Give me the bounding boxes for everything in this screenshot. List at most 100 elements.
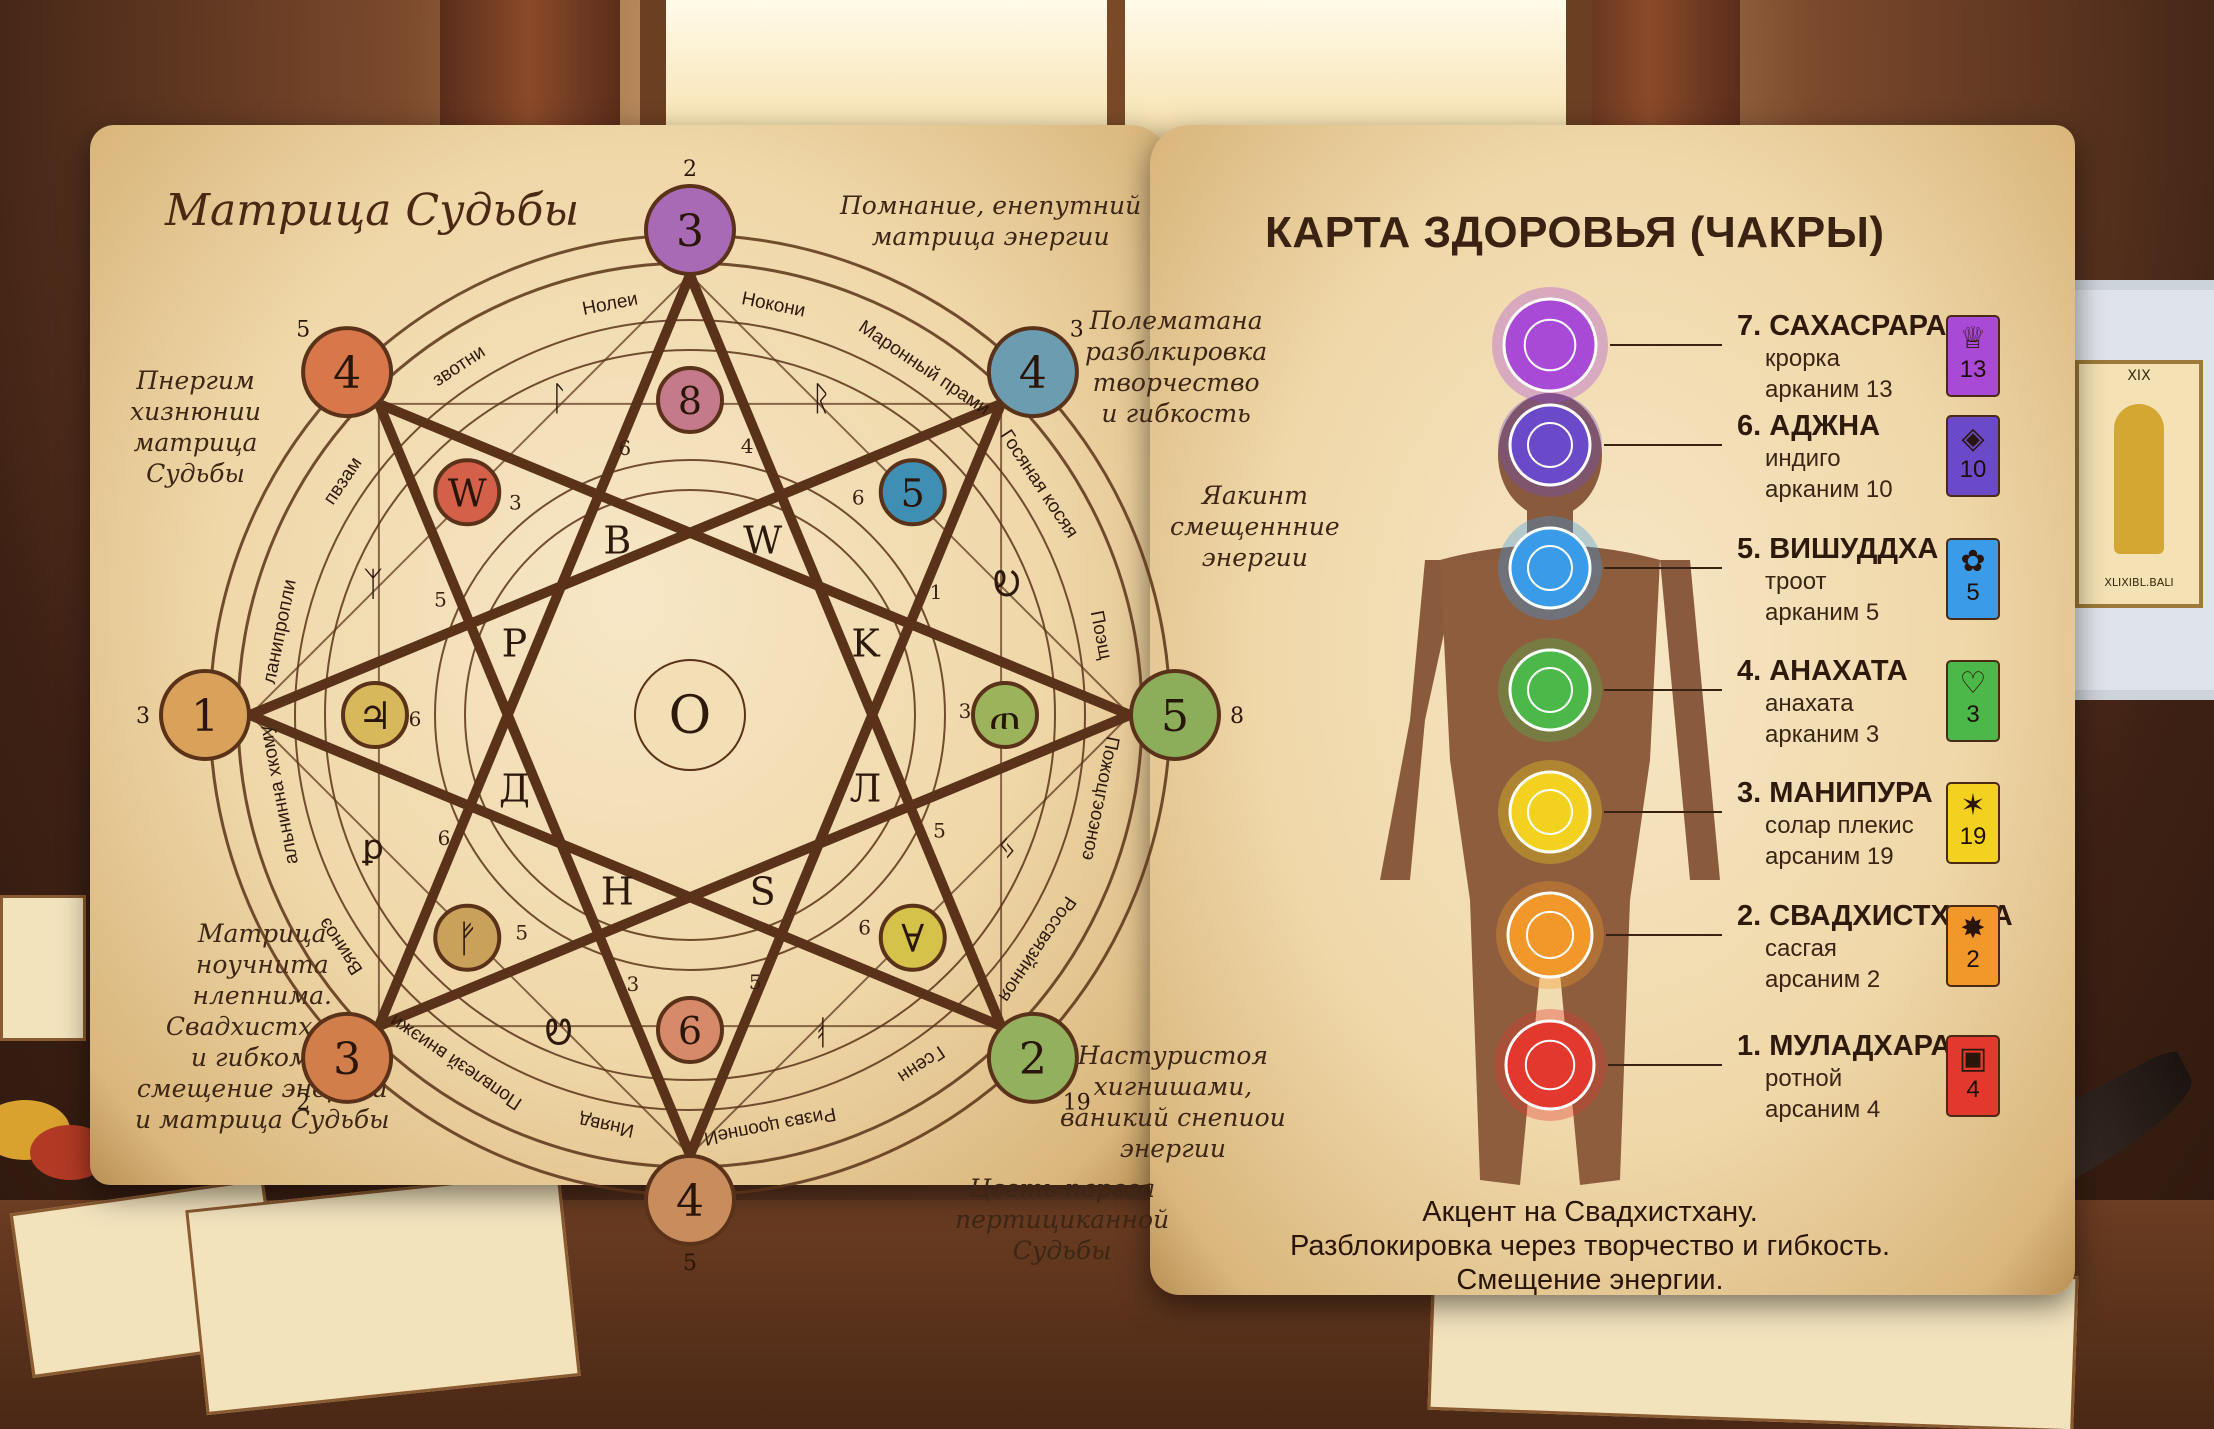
inner-node-label-7: W [448, 471, 487, 515]
card-glyph-icon: ▣ [1958, 1041, 1988, 1076]
card-number: 2 [1966, 946, 1980, 973]
inner-node-label-6: ♃ [358, 694, 392, 738]
matrix-point-circle-7 [301, 326, 394, 419]
body-torso-legs [1440, 560, 1660, 1185]
arcana-card-1: ▣4 [1946, 1035, 2000, 1117]
chakra-name: 5. ВИШУДДХА [1737, 533, 1939, 565]
chakra-name: 7. САХАСРАРА [1737, 310, 1947, 342]
chakra-symbol-inner-4 [1527, 667, 1573, 713]
chakra-title: КАРТА ЗДОРОВЬЯ (ЧАКРЫ) [1265, 208, 1885, 257]
inner-letter-2: Л [850, 767, 882, 811]
card-glyph-icon: ◈ [1961, 421, 1985, 456]
matrix-point-7: 45 [296, 317, 394, 419]
tarot-bottom-label: XLIXIBL.BALI [2104, 576, 2174, 589]
chakra-sub-1: сасгая [1765, 935, 1837, 962]
tarot-top-label: XIX [2127, 368, 2151, 384]
card-glyph-icon: ♕ [1959, 321, 1987, 356]
chakra-sub-2: арканим 13 [1765, 376, 1893, 403]
matrix-point-small-2: 8 [1230, 704, 1244, 729]
ring-glyph-2: ᛃ [997, 827, 1017, 867]
small-number-3: 3 [959, 699, 972, 723]
ring-glyph-3: ᚮ [811, 1013, 831, 1053]
inner-node-0 [656, 366, 724, 434]
small-number-0: 4 [741, 434, 754, 458]
chakra-sub-2: арканим 3 [1765, 721, 1880, 748]
chakra-name: 3. МАНИПУРА [1737, 777, 1933, 809]
card-glyph-icon: ✶ [1960, 788, 1986, 823]
inner-node-1 [878, 458, 947, 527]
chakra-symbol-inner-5 [1527, 545, 1573, 591]
matrix-point-0: 32 [644, 157, 736, 276]
chakra-symbol-inner-6 [1527, 422, 1573, 468]
arcana-card-4: ♡3 [1946, 660, 2000, 742]
chakra-symbol-5 [1508, 526, 1592, 610]
chakra-symbol-1 [1504, 1019, 1596, 1111]
chakra-symbol-2 [1506, 891, 1594, 979]
inner-letter-5: Д [499, 767, 530, 811]
matrix-point-small-0: 2 [683, 157, 697, 182]
chakra-symbol-inner-3 [1527, 789, 1573, 835]
matrix-point-small-3: 19 [1063, 1091, 1091, 1116]
matrix-point-circle-6 [159, 669, 251, 761]
inner-letter-0: W [743, 518, 782, 562]
arcana-card-2: ✸2 [1946, 905, 2000, 987]
card-glyph-icon: ♡ [1959, 666, 1987, 701]
matrix-point-big-2: 5 [1161, 691, 1189, 742]
matrix-point-small-4: 5 [683, 1251, 697, 1276]
chakra-sub-2: арканим 10 [1765, 476, 1893, 503]
card-number: 10 [1959, 456, 1987, 483]
inner-node-6 [341, 681, 409, 749]
chakra-symbol-7 [1502, 297, 1598, 393]
matrix-point-small-1: 3 [1070, 317, 1084, 342]
inner-node-label-1: 5 [901, 471, 925, 515]
small-number-12: 3 [509, 491, 522, 515]
matrix-point-circle-2 [1129, 669, 1221, 761]
inner-node-label-0: 8 [678, 379, 702, 423]
arcana-card-3: ✶19 [1946, 782, 2000, 864]
card-number: 4 [1966, 1076, 1980, 1103]
inner-node-4 [656, 996, 724, 1064]
card-number: 3 [1966, 701, 1980, 728]
matrix-point-big-1: 4 [1019, 348, 1047, 399]
matrix-point-5: 32 [296, 1011, 394, 1116]
inner-letter-4: H [601, 870, 634, 914]
center-circle [634, 659, 746, 771]
ring-glyph-5: ꝑ [361, 827, 384, 867]
chakra-sub-1: крорка [1765, 345, 1840, 372]
chakra-symbol-4 [1508, 648, 1592, 732]
chakra-sub-2: арсаним 4 [1765, 1096, 1881, 1123]
chakra-symbol-inner-7 [1523, 318, 1577, 372]
chakra-sub-1: анахата [1765, 690, 1854, 717]
chakra-symbol-inner-2 [1525, 910, 1575, 960]
body-right-arm [1440, 545, 1720, 880]
small-number-2: 1 [930, 580, 943, 604]
ring-circle-2 [294, 319, 1086, 1111]
matrix-point-small-6: 3 [136, 704, 150, 729]
card-number: 19 [1959, 823, 1987, 850]
chakra-sub-2: арсаним 2 [1765, 966, 1881, 993]
matrix-point-circle-0 [644, 184, 736, 276]
matrix-point-circle-1 [986, 326, 1079, 419]
matrix-point-4: 45 [644, 1154, 736, 1276]
center-letter: O [669, 686, 712, 746]
ring-circle-4 [434, 459, 946, 971]
matrix-point-6: 13 [136, 669, 251, 761]
small-number-6: 5 [749, 970, 762, 994]
chakra-sub-2: арсаним 19 [1765, 843, 1894, 870]
inner-node-label-2: ጠ [989, 694, 1021, 738]
tarot-figure [2114, 404, 2164, 554]
chakra-name: 6. АДЖНА [1737, 410, 1881, 442]
body-left-arm [1380, 545, 1640, 880]
matrix-point-big-6: 1 [191, 691, 219, 742]
inner-node-7 [433, 458, 502, 527]
matrix-title: Матрица Судьбы [165, 185, 580, 236]
ring-glyph-4: Ꮼ [545, 1013, 572, 1053]
